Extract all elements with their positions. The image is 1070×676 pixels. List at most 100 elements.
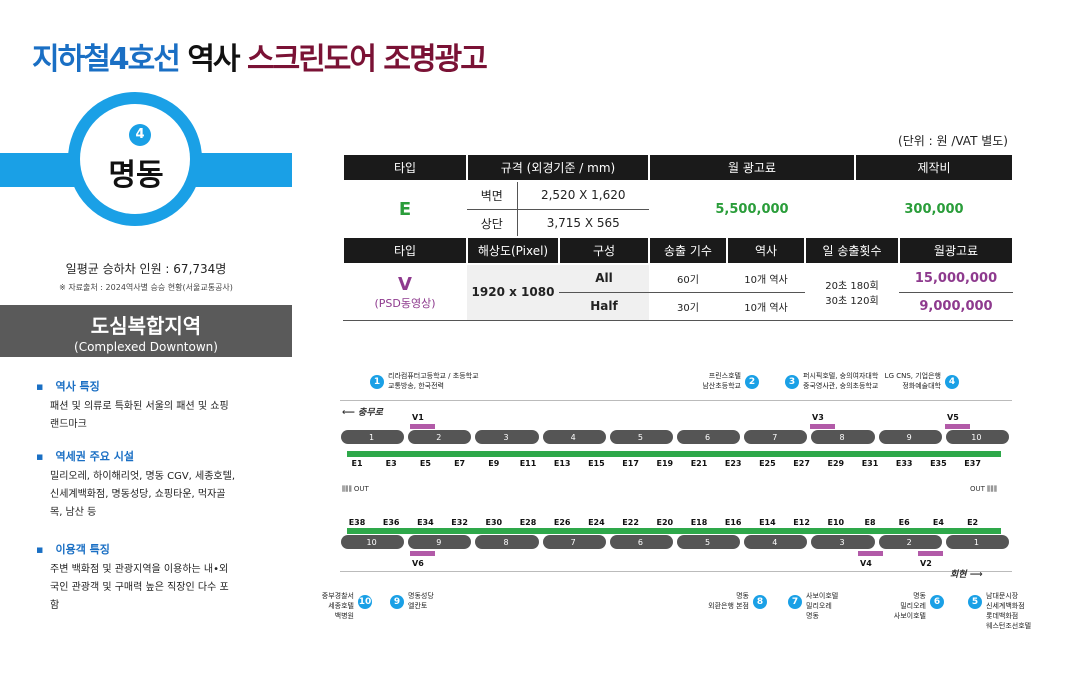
door-marker [928,528,967,534]
section-label: 6 [637,538,643,547]
exit-5-badge: 5 [968,595,982,609]
exit-2-info: 프린스호텔 남산초등학교 [702,372,741,390]
door-marker [723,451,762,457]
out-label-right: OUT ⫼⫼⫼ [970,485,997,493]
exit-1-info: 리라컴퓨터고등학교 / 초등학교 교통방송, 한국전력 [388,372,479,390]
section-label: 3 [503,433,509,442]
track-section [811,430,875,444]
station-number: 4 [129,124,151,146]
track-section [878,535,942,549]
door-marker [791,451,830,457]
door-marker [518,451,556,457]
door-marker [415,528,454,534]
track-section [408,535,472,549]
section-label: 9 [436,538,442,547]
door-marker [381,528,420,534]
door-label: E6 [898,518,910,527]
station-name: 명동 [108,158,164,193]
track-section [341,535,405,549]
track-section [945,535,1009,549]
door-marker [791,528,830,534]
door-marker [757,528,796,534]
exit-5-info: 남대문시장 신세계백화점 롯데백화점 웨스턴조선호텔 [986,592,1032,630]
track-section [945,430,1009,444]
track-section [408,430,472,444]
exit-6-badge: 6 [930,595,944,609]
door-label: E16 [724,518,742,527]
door-label: E35 [930,459,947,468]
track-section [542,535,606,549]
door-label: E18 [690,518,708,527]
door-marker [757,451,796,457]
video-marker [918,551,943,556]
exit-9-info: 명동성당 엘칸토 [408,592,434,610]
door-label: E12 [793,518,810,527]
door-marker [586,451,625,457]
section-label: 10 [971,433,982,442]
door-label: E11 [519,459,537,468]
door-marker [552,528,591,534]
ridership: 일평균 승하차 인원 : 67,734명 [65,262,227,276]
door-marker [894,528,933,534]
section-label: 5 [705,538,711,547]
door-marker [689,451,727,457]
door-label: E4 [932,518,944,527]
door-marker [620,528,659,534]
door-label: E26 [553,518,571,527]
exit-4-badge: 4 [945,375,959,389]
door-label: E10 [827,518,845,527]
door-marker [483,528,522,534]
door-marker [518,528,556,534]
door-label: E14 [759,518,776,527]
door-label: E17 [622,459,639,468]
exit-3-badge: 3 [785,375,799,389]
door-label: E3 [385,459,397,468]
exit-6-info: 명동 밀리오레 사보이호텔 [893,592,926,620]
unit-note: (단위 : 원 /VAT 별도) [898,134,1008,148]
track-section [677,535,741,549]
track-section [744,430,808,444]
source-note: ※ 자료출처 : 2024역사별 승승 현황(서울교통공사) [59,283,233,292]
zone-box: 도심복합지역(Complexed Downtown) [0,305,292,357]
section-label: 2 [906,538,912,547]
page-title: 지하철4호선 역사 스크린도어 조명광고 [32,42,488,77]
door-marker [825,451,864,457]
door-label: E5 [419,459,431,468]
door-label: E22 [622,518,639,527]
door-marker [381,451,420,457]
track-section [677,430,741,444]
door-marker [860,528,898,534]
track-section [475,430,539,444]
door-marker [347,528,385,534]
video-label: V3 [812,413,824,422]
video-label: V2 [920,559,932,568]
door-marker [654,528,693,534]
door-marker [483,451,522,457]
door-marker [449,451,488,457]
exit-10-badge: 10 [358,595,372,609]
door-marker [654,451,693,457]
track-section [878,430,942,444]
exit-8-info: 명동 외환은행 본점 [708,592,749,610]
door-label: E2 [967,518,979,527]
door-label: E13 [553,459,571,468]
video-label: V5 [947,413,959,422]
door-label: E7 [454,459,466,468]
door-label: E8 [864,518,876,527]
door-label: E9 [488,459,500,468]
track-section [475,535,539,549]
door-marker [825,528,864,534]
section-label: 3 [839,538,845,547]
section-label: 7 [570,538,576,547]
section-label: 1 [369,433,375,442]
section-label: 8 [503,538,509,547]
door-label: E37 [964,459,981,468]
door-label: E24 [588,518,605,527]
door-label: E36 [382,518,400,527]
door-label: E27 [793,459,810,468]
direction-top: ⟵ 충무로 [342,408,383,418]
